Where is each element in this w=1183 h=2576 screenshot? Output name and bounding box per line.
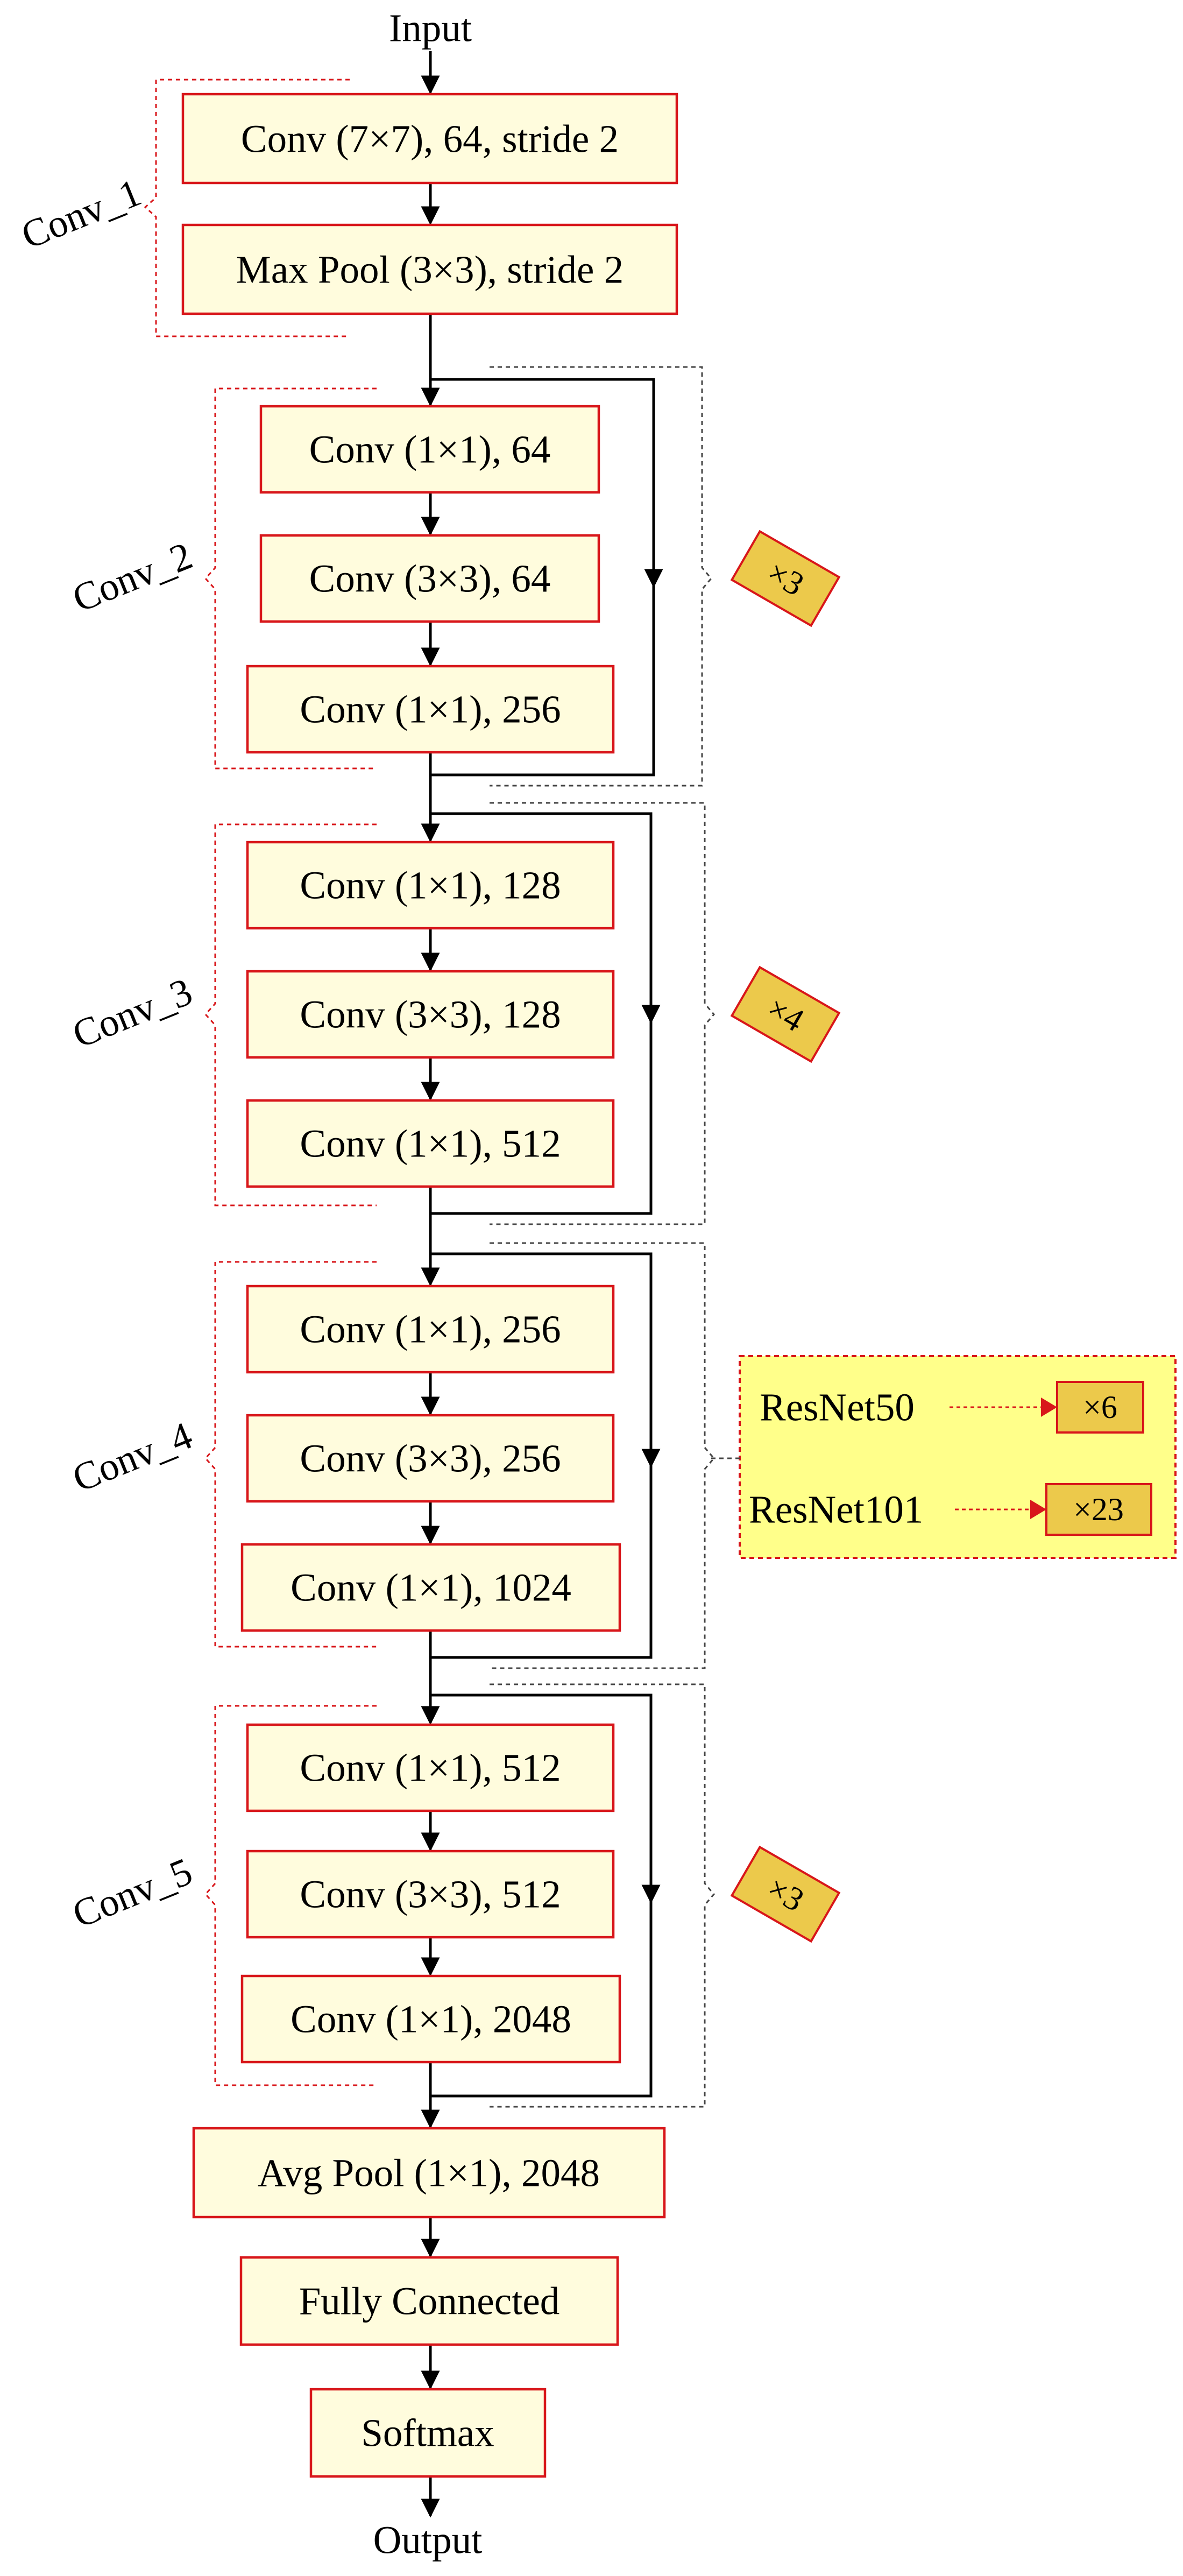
conv3-layer3-box <box>246 1099 615 1188</box>
conv2-layer3-label: Conv (1×1), 256 <box>300 688 561 731</box>
legend-resnet101-arrow-icon <box>1030 1500 1046 1519</box>
output-label: Output <box>373 2518 483 2562</box>
group-conv-2: Conv (1×1), 64 Conv (3×3), 64 Conv (1×1)… <box>66 366 841 787</box>
legend-resnet101-repeat: ×23 <box>1073 1492 1124 1527</box>
fully-connected-label: Fully Connected <box>299 2279 560 2323</box>
conv4-layer3-label: Conv (1×1), 1024 <box>291 1566 571 1610</box>
conv5-layer3-box <box>240 1974 621 2064</box>
conv2-layer1-box <box>259 405 600 494</box>
stem-maxpool-box <box>181 223 678 315</box>
stem-conv-box <box>181 93 678 185</box>
conv2-layer2-label: Conv (3×3), 64 <box>309 557 551 601</box>
input-label: Input <box>389 6 472 50</box>
stem-block: Conv (7×7), 64, stride 2 Max Pool (3×3),… <box>181 93 678 315</box>
flow-connectors <box>421 51 663 2518</box>
conv3-layer3-label: Conv (1×1), 512 <box>300 1122 561 1166</box>
conv3-layer1-label: Conv (1×1), 128 <box>300 864 561 907</box>
group-conv-4-bracket <box>204 1261 377 1648</box>
avgpool-label: Avg Pool (1×1), 2048 <box>258 2151 600 2195</box>
legend-resnet101-badge <box>1045 1483 1152 1536</box>
group-conv-2-label: Conv_2 <box>66 533 198 620</box>
conv5-layer1-label: Conv (1×1), 512 <box>300 1746 561 1790</box>
group-conv-4-label: Conv_4 <box>66 1413 198 1500</box>
legend-resnet50-label: ResNet50 <box>760 1386 915 1429</box>
fully-connected-box <box>239 2256 619 2346</box>
group-conv-1-label: Conv_1 <box>15 170 147 257</box>
legend-resnet50-badge <box>1056 1381 1144 1434</box>
group-conv-5-bracket <box>204 1705 377 2086</box>
head-block: Avg Pool (1×1), 2048 Fully Connected Sof… <box>192 2127 666 2478</box>
legend-resnet50-arrow-icon <box>1041 1398 1057 1417</box>
conv5-layer2-box <box>246 1850 615 1939</box>
legend-resnet50-repeat: ×6 <box>1083 1389 1117 1425</box>
conv2-repeat-bracket <box>490 366 712 787</box>
softmax-label: Softmax <box>361 2411 494 2455</box>
conv2-layer1-label: Conv (1×1), 64 <box>309 428 551 471</box>
conv3-repeat-bracket <box>490 802 715 1225</box>
softmax-box <box>309 2388 547 2478</box>
stem-conv-label: Conv (7×7), 64, stride 2 <box>241 117 619 161</box>
avgpool-box <box>192 2127 666 2219</box>
conv4-layer3-box <box>240 1543 621 1632</box>
conv5-layer2-label: Conv (3×3), 512 <box>300 1873 561 1916</box>
group-conv-3-label: Conv_3 <box>66 969 198 1056</box>
conv5-layer3-label: Conv (1×1), 2048 <box>291 1998 571 2041</box>
conv4-repeat-bracket <box>490 1242 715 1669</box>
conv4-layer2-box <box>246 1414 615 1503</box>
group-conv-4: Conv (1×1), 256 Conv (3×3), 256 Conv (1×… <box>66 1242 715 1669</box>
conv5-repeat-bracket <box>490 1683 715 2108</box>
conv2-layer2-box <box>259 534 600 623</box>
conv5-layer1-box <box>246 1723 615 1812</box>
conv4-layer1-label: Conv (1×1), 256 <box>300 1308 561 1351</box>
group-conv-3: Conv (1×1), 128 Conv (3×3), 128 Conv (1×… <box>66 802 841 1225</box>
group-conv-2-bracket <box>204 387 377 770</box>
conv4-layer1-box <box>246 1285 615 1374</box>
conv5-repeat-badge: ×3 <box>730 1845 841 1943</box>
conv4-layer2-label: Conv (3×3), 256 <box>300 1437 561 1480</box>
legend-resnet101-label: ResNet101 <box>749 1488 923 1532</box>
conv2-layer3-box <box>246 665 615 754</box>
conv3-repeat-badge: ×4 <box>730 965 841 1063</box>
group-conv-5-label: Conv_5 <box>66 1849 198 1936</box>
conv3-layer2-label: Conv (3×3), 128 <box>300 993 561 1036</box>
conv3-layer2-box <box>246 970 615 1059</box>
group-conv-5: Conv (1×1), 512 Conv (3×3), 512 Conv (1×… <box>66 1683 841 2108</box>
conv3-layer1-box <box>246 841 615 930</box>
group-conv-1-bracket <box>144 79 350 337</box>
legend-panel: ResNet50 ×6 ResNet101 ×23 <box>711 1355 1177 1559</box>
conv2-repeat-badge: ×3 <box>730 530 841 627</box>
group-conv-3-bracket <box>204 823 377 1206</box>
stem-maxpool-label: Max Pool (3×3), stride 2 <box>236 248 624 292</box>
